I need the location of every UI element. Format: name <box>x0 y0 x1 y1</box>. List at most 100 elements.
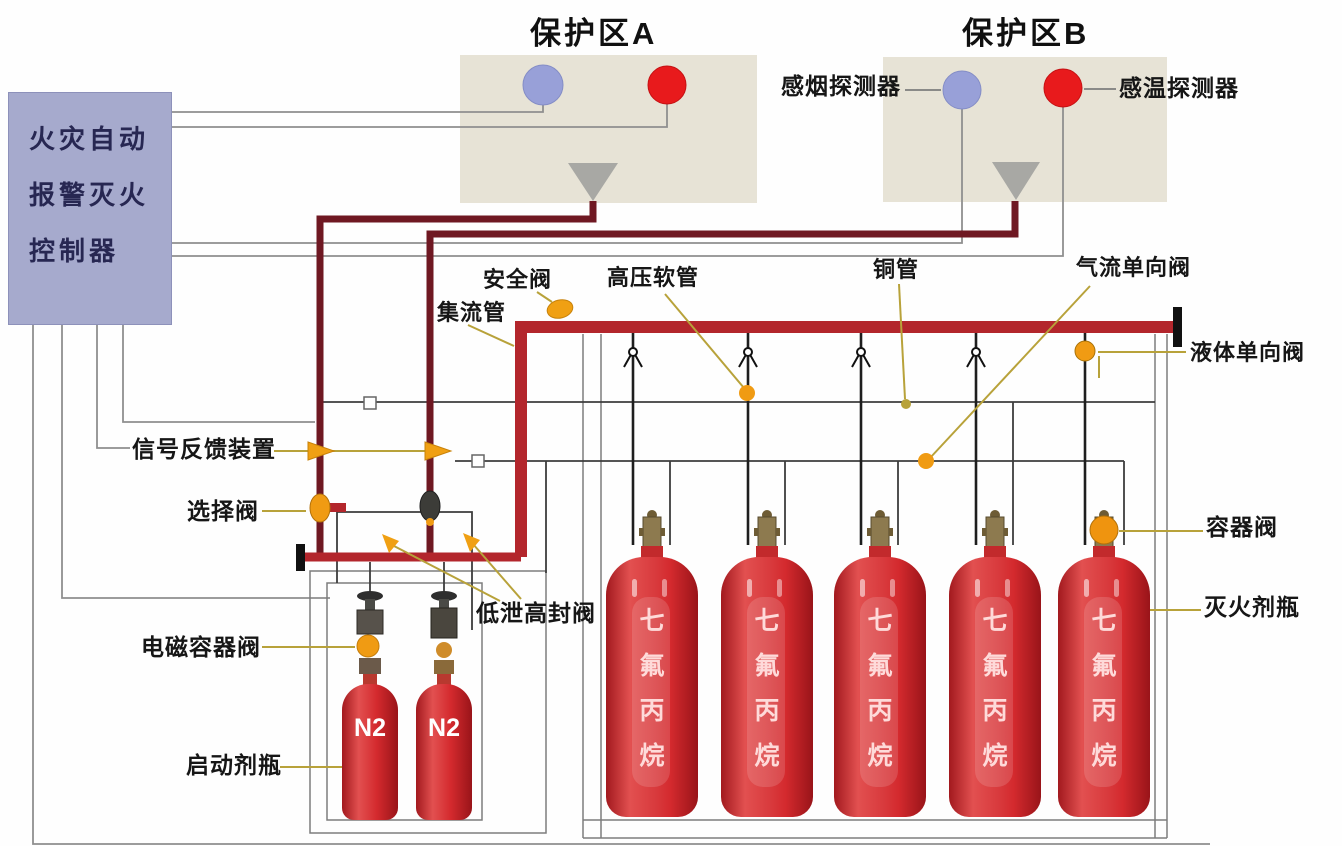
pilot-drops <box>669 402 1125 545</box>
pipe-zone-b <box>426 201 1019 553</box>
nozzle-icon <box>568 163 618 201</box>
safety-valve-icon <box>546 299 574 319</box>
control-wiring <box>32 103 1210 845</box>
selector-valve-icon <box>419 490 441 522</box>
low-leak-valve-icon <box>382 534 399 553</box>
controller-text: 控制器 <box>29 236 120 266</box>
bottle-highlight <box>860 597 898 787</box>
smoke-detector-icon <box>942 70 982 110</box>
heat-detector-icon <box>647 65 687 105</box>
container-valve-assembly <box>867 510 893 560</box>
bottle-rack-frame <box>309 334 1168 839</box>
label-pointers <box>262 283 1203 768</box>
wire-zone-a-heat <box>172 103 668 128</box>
copper-marker <box>901 399 911 409</box>
agent-bottle: 七氟丙烷 <box>1058 557 1150 817</box>
label-starter-bottle: 启动剂瓶 <box>186 752 282 778</box>
starter-outer-box <box>309 570 547 834</box>
bottle-drop-lines <box>631 333 1087 545</box>
agent-bottle: 七氟丙烷 <box>949 557 1041 817</box>
zone-a-title: 保护区A <box>530 16 658 51</box>
hose-marker <box>739 385 755 401</box>
pointer-low-leak-2 <box>472 543 522 600</box>
n2-marking: N2 <box>354 714 386 742</box>
check-valve-icon <box>628 347 638 357</box>
pointer-safety-valve <box>536 291 553 303</box>
controller-text: 火灾自动 <box>29 124 150 154</box>
heat-detector-icon <box>1043 68 1083 108</box>
nozzle-icon <box>992 162 1040 200</box>
pointer-hose <box>664 293 745 389</box>
agent-bottle: 七氟丙烷 <box>721 557 813 817</box>
wire-bottom-run <box>32 325 1210 845</box>
selector-valve-pilot <box>426 518 434 526</box>
detector-pointers <box>905 88 1116 91</box>
starter-risers <box>369 562 445 596</box>
check-valve-icon <box>743 347 753 357</box>
n2-starter-bottle <box>342 684 398 820</box>
bottle-marking: 七氟丙烷 <box>982 607 1008 770</box>
wire-to-starter-cabinet <box>61 325 330 599</box>
selector-outlet-stub <box>330 503 346 512</box>
label-low-leak-valve: 低泄高封阀 <box>476 600 596 626</box>
rack-verticals <box>582 334 1168 838</box>
agent-bottle: 七氟丙烷 <box>606 557 698 817</box>
controller-text: 报警灭火 <box>29 180 150 210</box>
n2-starter-bottle <box>416 684 472 820</box>
pilot-piping <box>320 401 1155 630</box>
label-heat-detector: 感温探测器 <box>1119 75 1239 101</box>
fire-alarm-controller: 火灾自动 报警灭火 控制器 <box>8 92 172 325</box>
zone-feed-pipes <box>316 201 1019 553</box>
label-solenoid-valve: 电磁容器阀 <box>141 634 261 660</box>
manifold-end-cap <box>1173 307 1182 347</box>
container-valve-assembly <box>982 510 1008 560</box>
wire-zone-b-smoke <box>172 108 963 244</box>
wire-zone-b-heat <box>172 106 1064 257</box>
zone-a-box <box>460 55 757 203</box>
label-signal-feedback: 信号反馈装置 <box>132 436 276 462</box>
solenoid-valve-icon <box>356 634 380 658</box>
bottle-marking: 七氟丙烷 <box>867 607 893 770</box>
signal-feedback-icon <box>307 441 336 461</box>
pointer-copper <box>898 283 906 400</box>
check-valve-icon <box>971 347 981 357</box>
selector-valve-icon <box>309 493 331 523</box>
bottle-highlight <box>747 597 785 787</box>
bottle-highlight <box>975 597 1013 787</box>
header-end-cap <box>296 544 305 571</box>
bottle-highlight <box>1084 597 1122 787</box>
starter-inner-box <box>326 582 483 821</box>
agent-bottle-valves <box>639 510 1115 560</box>
label-gas-check-valve: 气流单向阀 <box>1076 255 1192 280</box>
pipe-zone-a <box>316 201 597 553</box>
label-container-valve: 容器阀 <box>1206 514 1278 540</box>
bottle-marking: 七氟丙烷 <box>1091 607 1117 770</box>
pointer-low-leak-1 <box>393 545 501 602</box>
container-valve-assembly <box>639 510 665 560</box>
zone-devices <box>522 64 1083 201</box>
label-safety-valve: 安全阀 <box>483 267 553 292</box>
wire-zone-a-smoke <box>172 104 544 113</box>
label-manifold: 集流管 <box>437 300 507 325</box>
solenoid-valve-assembly <box>356 591 384 686</box>
n2-marking: N2 <box>428 714 460 742</box>
starter-pilot-loop <box>336 511 473 630</box>
label-liquid-check-valve: 液体单向阀 <box>1190 340 1306 365</box>
low-leak-valve-icon <box>463 533 480 552</box>
starter-valve-assembly <box>430 591 458 686</box>
label-selector-valve: 选择阀 <box>187 498 259 524</box>
bottle-marking: 七氟丙烷 <box>754 607 780 770</box>
smoke-detector-icon <box>522 64 564 106</box>
wire-to-selector <box>122 325 315 423</box>
gas-check-valve-icon <box>918 453 934 469</box>
check-valves <box>623 347 986 368</box>
label-copper-pipe: 铜管 <box>873 257 920 282</box>
label-agent-bottle: 灭火剂瓶 <box>1204 594 1300 620</box>
liquid-check-valve-icon <box>1074 340 1096 362</box>
agent-bottle: 七氟丙烷 <box>834 557 926 817</box>
zone-b-title: 保护区B <box>962 16 1090 51</box>
pointer-manifold <box>467 324 515 347</box>
bottle-highlight <box>632 597 670 787</box>
check-valve-icon <box>856 347 866 357</box>
